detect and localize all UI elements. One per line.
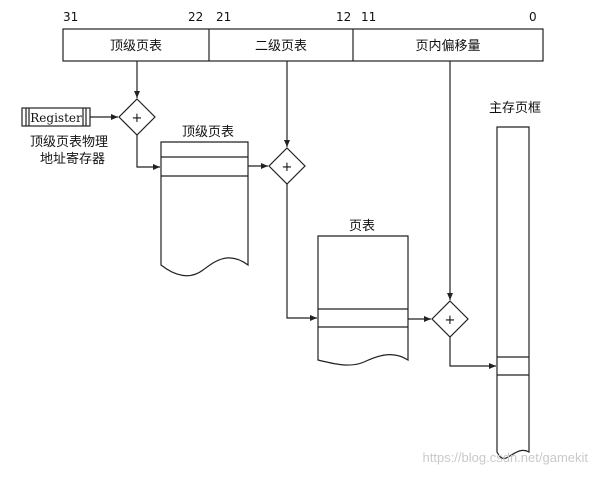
adder-3: + — [431, 300, 469, 338]
adder-2: + — [268, 147, 306, 185]
register-label: Register — [30, 111, 82, 125]
bit-11-label: 11 — [361, 10, 376, 24]
main-memory-body — [496, 126, 530, 460]
register-caption-line2: 地址寄存器 — [40, 151, 105, 167]
register-box: Register — [21, 107, 91, 127]
adder-1: + — [118, 98, 156, 136]
top-level-table-body — [160, 141, 249, 277]
main-memory — [496, 126, 530, 460]
top-level-table-title: 顶级页表 — [182, 125, 234, 140]
virtual-address-bar: 顶级页表 二级页表 页内偏移量 — [62, 28, 544, 62]
bit-21-label: 21 — [216, 10, 231, 24]
page-table-body — [317, 235, 409, 366]
connectors — [90, 61, 496, 369]
field-top-level-label: 顶级页表 — [110, 39, 162, 54]
page-table-title: 页表 — [349, 219, 375, 234]
adder-1-plus: + — [132, 111, 143, 126]
address-bar-frame — [62, 28, 544, 62]
adder-2-plus: + — [282, 160, 293, 175]
register-caption-line1: 顶级页表物理 — [30, 135, 108, 150]
adder-3-plus: + — [445, 313, 456, 328]
field-offset-label: 页内偏移量 — [415, 38, 480, 54]
arrow-adder3-to-memory — [449, 337, 496, 369]
arrow-adder1-to-table — [136, 135, 160, 170]
watermark-text: https://blog.csdn.net/gamekit — [423, 450, 589, 465]
bit-12-label: 12 — [336, 10, 351, 24]
arrow-adder2-to-pagetable — [286, 184, 317, 321]
page-table — [317, 235, 409, 366]
top-level-table — [160, 141, 249, 277]
main-memory-title: 主存页框 — [489, 101, 541, 116]
bit-22-label: 22 — [188, 10, 203, 24]
field-second-level-label: 二级页表 — [255, 39, 307, 54]
bit-0-label: 0 — [529, 10, 537, 24]
bit-31-label: 31 — [63, 10, 78, 24]
